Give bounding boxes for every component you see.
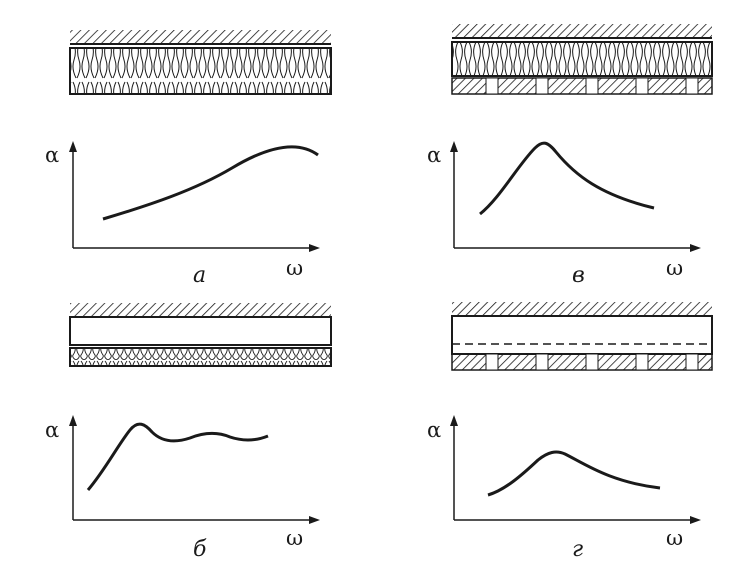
y-axis-label: α	[45, 418, 59, 442]
wall-hatch	[452, 302, 712, 316]
x-axis-label: ω	[286, 256, 303, 280]
panel-letter: г	[572, 537, 583, 562]
x-axis-arrow	[309, 244, 320, 252]
absorption-curve	[479, 141, 655, 216]
y-axis-arrow	[450, 415, 458, 426]
porous-layer	[69, 347, 332, 367]
porous-layer	[451, 41, 713, 77]
panel-v: α ω в	[427, 24, 713, 288]
y-axis-arrow	[69, 415, 77, 426]
construction-v	[451, 24, 713, 95]
plot-a: α ω а	[45, 141, 320, 288]
y-axis-arrow	[69, 141, 77, 152]
perforations	[485, 353, 699, 371]
y-axis-label: α	[45, 143, 59, 167]
construction-b	[69, 303, 332, 367]
air-gap	[69, 316, 332, 346]
absorption-curve	[102, 145, 319, 221]
plot-b: α ω б	[45, 415, 320, 562]
panel-a: α ω а	[45, 30, 332, 288]
y-axis-label: α	[427, 143, 441, 167]
perforations	[485, 77, 699, 95]
plot-v: α ω в	[427, 141, 701, 288]
x-axis-arrow	[309, 516, 320, 524]
x-axis-label: ω	[286, 526, 303, 550]
construction-g	[451, 302, 713, 371]
x-axis-label: ω	[666, 256, 683, 280]
y-axis-arrow	[450, 141, 458, 152]
plot-g: α ω г	[427, 415, 701, 562]
absorption-curve	[86, 422, 269, 491]
wall-hatch	[70, 30, 331, 44]
panel-b: α ω б	[45, 303, 332, 562]
construction-a	[69, 30, 332, 95]
x-axis-arrow	[690, 516, 701, 524]
wall-hatch	[452, 24, 712, 38]
wall-hatch	[70, 303, 331, 317]
x-axis-arrow	[690, 244, 701, 252]
panel-letter: в	[572, 263, 585, 288]
absorption-curve	[487, 450, 661, 497]
panel-letter: а	[193, 263, 206, 288]
x-axis-label: ω	[666, 526, 683, 550]
air-gap	[451, 315, 713, 355]
panel-letter: б	[193, 537, 207, 562]
y-axis-label: α	[427, 418, 441, 442]
panel-g: α ω г	[427, 302, 713, 562]
porous-layer	[69, 47, 332, 95]
